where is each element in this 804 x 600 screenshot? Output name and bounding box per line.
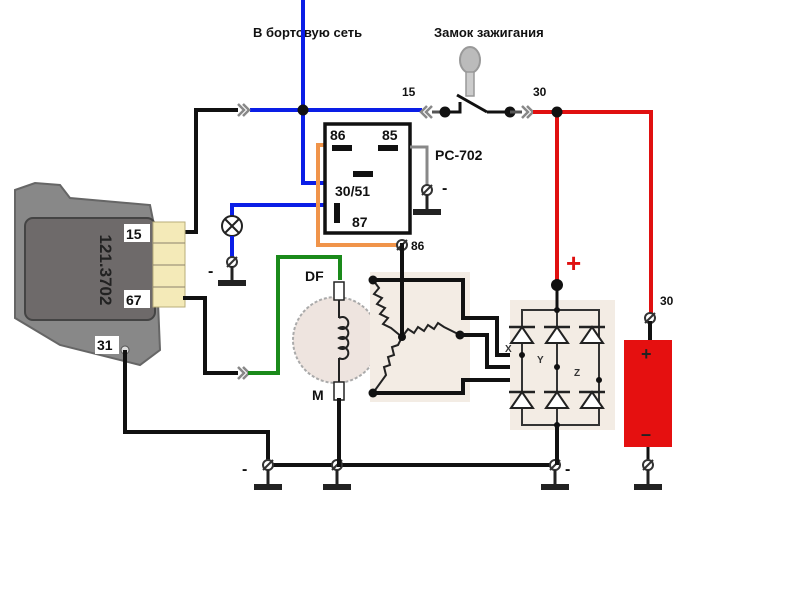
connector-icon bbox=[236, 365, 251, 381]
label-df: DF bbox=[305, 268, 324, 284]
regulator-pin-15: 15 bbox=[126, 226, 142, 242]
warning-lamp-icon bbox=[216, 215, 248, 288]
ground-icon bbox=[252, 468, 284, 492]
wire-regulator-15 bbox=[183, 108, 238, 234]
battery-minus: – bbox=[641, 424, 651, 444]
orange-wire bbox=[316, 143, 404, 247]
stator-windings bbox=[368, 243, 602, 402]
wire-regulator-31 bbox=[123, 350, 270, 467]
regulator-pin-67: 67 bbox=[126, 292, 142, 308]
battery: + – bbox=[624, 312, 672, 492]
label-z: Z bbox=[574, 368, 580, 379]
label-x: X bbox=[505, 344, 512, 355]
battery-plus: + bbox=[641, 344, 652, 364]
voltage-regulator: 121.3702 15 67 31 bbox=[14, 181, 186, 367]
ground-icon bbox=[321, 468, 353, 492]
plus-sign: + bbox=[566, 248, 581, 278]
battery-terminal-30: 30 bbox=[660, 294, 674, 308]
label-15: 15 bbox=[402, 85, 416, 99]
regulator-pin-31: 31 bbox=[97, 337, 113, 353]
relay-pin-30-51: 30/51 bbox=[335, 183, 370, 199]
green-wire bbox=[248, 255, 342, 375]
ignition-switch[interactable] bbox=[419, 93, 535, 120]
title-onboard-network: В бортовую сеть bbox=[253, 25, 362, 40]
rotor-winding bbox=[292, 281, 380, 467]
minus-sign: - bbox=[442, 180, 447, 197]
label-y: Y bbox=[537, 355, 544, 366]
connector-icon bbox=[236, 102, 251, 118]
regulator-model: 121.3702 bbox=[96, 235, 115, 306]
minus-sign: - bbox=[242, 461, 247, 478]
junction-dot bbox=[297, 104, 309, 116]
red-wires bbox=[533, 106, 653, 320]
title-ignition-lock: Замок зажигания bbox=[434, 25, 544, 40]
relay-pin-85: 85 bbox=[382, 127, 398, 143]
relay-name: PC-702 bbox=[435, 147, 483, 163]
diode-bridge bbox=[507, 279, 615, 465]
relay-pin-87: 87 bbox=[352, 214, 368, 230]
relay-pin-86: 86 bbox=[330, 127, 346, 143]
label-m: M bbox=[312, 387, 324, 403]
label-30: 30 bbox=[533, 85, 547, 99]
wire-regulator-67 bbox=[183, 296, 238, 375]
ground-terminal bbox=[262, 459, 274, 471]
label-terminal-86: 86 bbox=[411, 239, 425, 253]
key-icon bbox=[459, 46, 481, 97]
minus-sign: - bbox=[208, 263, 213, 280]
relay-pc702: 86 85 30/51 87 bbox=[316, 122, 443, 247]
minus-sign: - bbox=[565, 461, 570, 478]
